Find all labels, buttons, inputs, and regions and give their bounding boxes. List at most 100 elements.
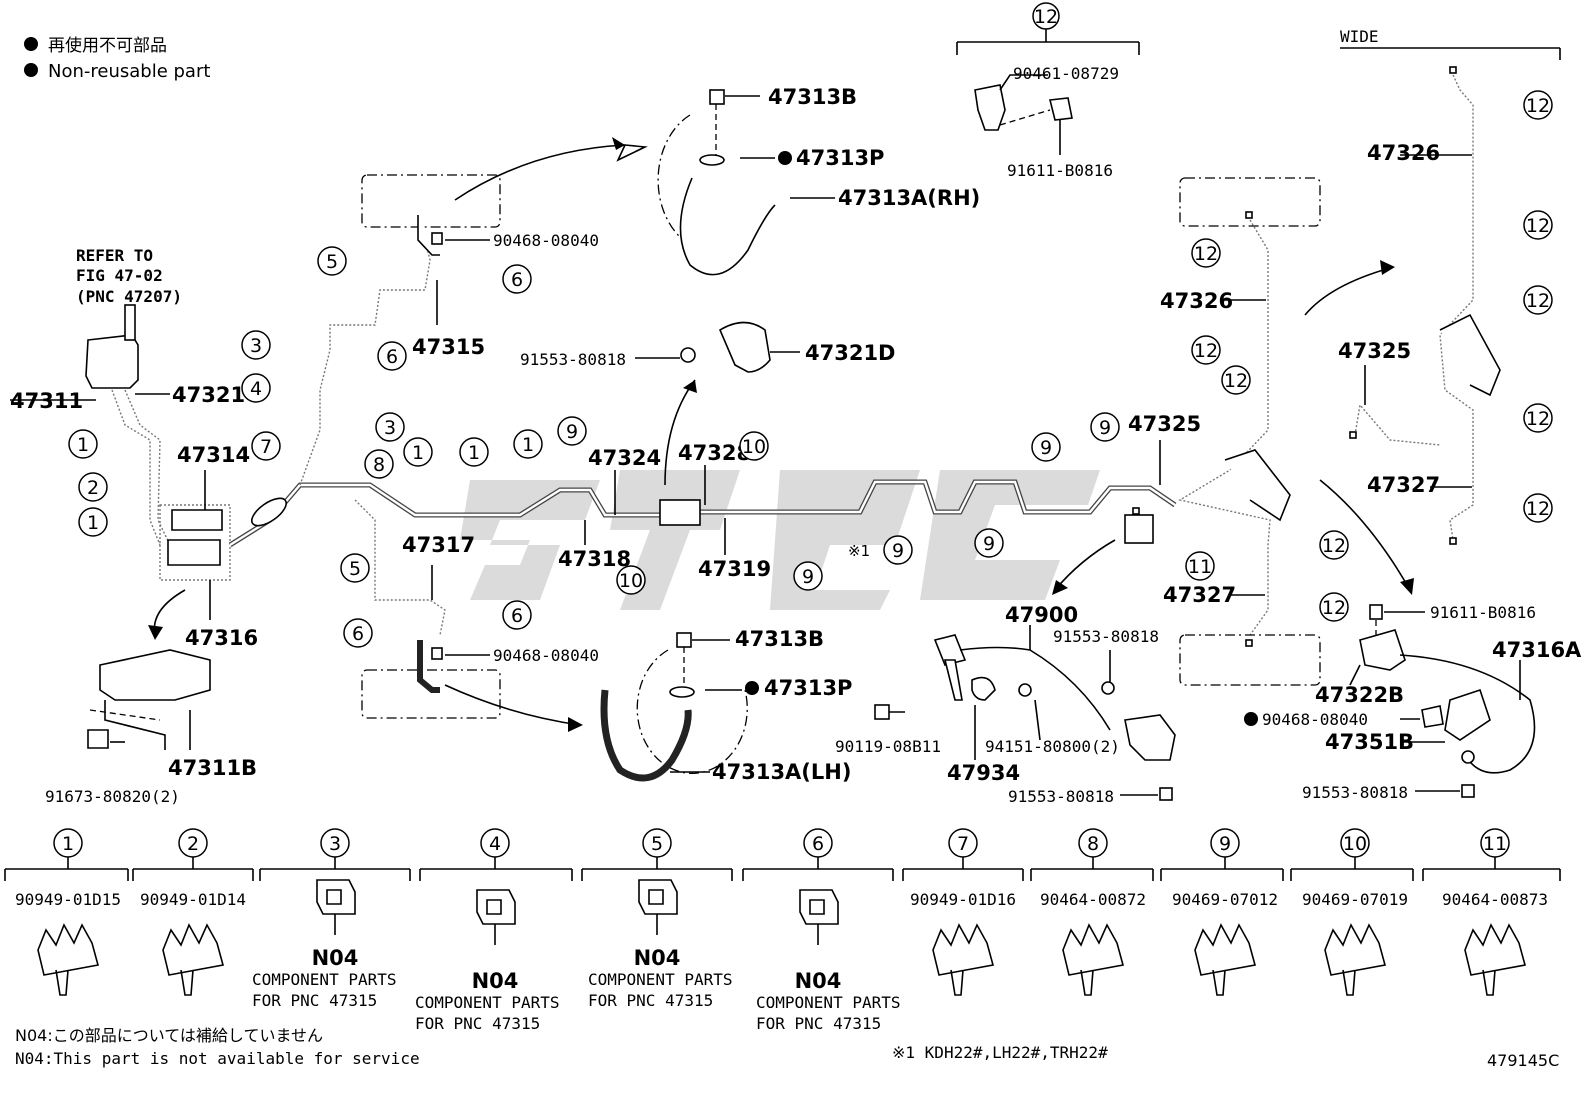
label-91553-mid: 91553-80818 — [520, 350, 626, 369]
svg-text:1: 1 — [522, 434, 534, 456]
label-47900: 47900 — [1005, 603, 1078, 627]
callout-1: 1 — [78, 507, 108, 537]
callout-1: 1 — [513, 429, 543, 459]
clip-note: COMPONENT PARTS — [252, 970, 397, 989]
label-47934: 47934 — [947, 761, 1020, 785]
non-reusable-bullet-icon — [24, 37, 38, 51]
label-47314: 47314 — [177, 443, 250, 467]
non-reusable-bullet-icon — [1244, 712, 1258, 726]
callout-11: 11 — [1185, 551, 1215, 581]
callout-9: 9 — [974, 528, 1004, 558]
label-47313P-bot: 47313P — [764, 676, 852, 700]
refer-block: REFER TO FIG 47-02 (PNC 47207) 47311 473… — [10, 246, 245, 413]
label-90468-r: 90468-08040 — [1262, 710, 1368, 729]
clip-part-number: N04 — [312, 946, 359, 970]
clip-icon — [162, 923, 225, 996]
callout-12: 12 — [1523, 90, 1553, 120]
callout-8: 8 — [364, 449, 394, 479]
callout-12: 12 — [1221, 365, 1251, 395]
pipe-labels: 47324 47328 47325 47317 47318 47319 ※1 — [402, 412, 1201, 581]
callout-12: 12 — [1523, 285, 1553, 315]
clip-part-number: N04 — [795, 969, 842, 993]
bracket-47321D: 91553-80818 47321D — [520, 321, 896, 486]
svg-text:12: 12 — [1526, 290, 1550, 312]
hose-47316A: 91611-B0816 47322B 47316A 90468-08040 47… — [1244, 603, 1582, 802]
clip-number: 11 — [1483, 833, 1507, 855]
clip-icon — [37, 923, 100, 996]
label-91553-b: 91553-80818 — [1008, 787, 1114, 806]
svg-text:6: 6 — [511, 605, 523, 627]
svg-text:12: 12 — [1526, 215, 1550, 237]
refer-line-3: (PNC 47207) — [76, 287, 182, 306]
callout-12: 12 — [1191, 335, 1221, 365]
callout-9: 9 — [793, 561, 823, 591]
svg-text:10: 10 — [619, 570, 643, 592]
clip-number: 4 — [489, 833, 501, 855]
label-47313A-lh: 47313A(LH) — [712, 760, 851, 784]
svg-text:12: 12 — [1322, 535, 1346, 557]
svg-text:12: 12 — [1322, 597, 1346, 619]
label-91553-r: 91553-80818 — [1302, 783, 1408, 802]
wide-label: WIDE — [1340, 27, 1379, 46]
clip-icon — [316, 879, 356, 935]
clip-number: 8 — [1087, 833, 1099, 855]
callout-12: 12 — [1319, 592, 1349, 622]
label-91611-top: 91611-B0816 — [1007, 161, 1113, 180]
callout-1: 1 — [68, 429, 98, 459]
callout-9: 9 — [1031, 432, 1061, 462]
label-47313P-top: 47313P — [796, 146, 884, 170]
sensor-47900: 47900 91553-80818 90119-08B11 94151-8080… — [835, 507, 1176, 806]
svg-text:9: 9 — [566, 421, 578, 443]
svg-text:6: 6 — [352, 623, 364, 645]
legend-jp: 再使用不可部品 — [48, 35, 167, 56]
callout-12: 12 — [1523, 493, 1553, 523]
svg-text:12: 12 — [1224, 370, 1248, 392]
hose-rh: 47313B 47313P 47313A(RH) — [657, 85, 980, 276]
clip-number: 9 — [1219, 833, 1231, 855]
label-90461: 90461-08729 — [1013, 64, 1119, 83]
svg-text:6: 6 — [511, 269, 523, 291]
svg-text:12: 12 — [1526, 408, 1550, 430]
callout-10: 10 — [616, 565, 646, 595]
callout-6: 6 — [502, 600, 532, 630]
callout-9: 9 — [883, 535, 913, 565]
callout-7: 7 — [251, 431, 281, 461]
label-47315: 47315 — [412, 335, 485, 359]
svg-text:12: 12 — [1526, 498, 1550, 520]
clip-number: 6 — [812, 833, 824, 855]
legend-en: Non-reusable part — [48, 61, 210, 82]
callout-4: 4 — [241, 373, 271, 403]
clip-icon — [1464, 923, 1527, 996]
label-47313B-top: 47313B — [768, 85, 857, 109]
non-reusable-bullet-icon — [24, 63, 38, 77]
label-47326-b: 47326 — [1367, 141, 1440, 165]
svg-text:1: 1 — [468, 442, 480, 464]
lower-pipe-47317: 90468-08040 — [354, 499, 599, 732]
figure-id: 479145C — [1487, 1051, 1559, 1070]
svg-text:11: 11 — [1188, 556, 1212, 578]
svg-text:9: 9 — [892, 540, 904, 562]
svg-text:8: 8 — [373, 454, 385, 476]
svg-text:12: 12 — [1034, 6, 1058, 28]
clip-note: COMPONENT PARTS — [588, 970, 733, 989]
clip-number: 10 — [1343, 833, 1367, 855]
callout-12: 12 — [1319, 530, 1349, 560]
svg-text:9: 9 — [983, 533, 995, 555]
clip-note: COMPONENT PARTS — [756, 993, 901, 1012]
clip-note: FOR PNC 47315 — [415, 1014, 540, 1033]
note-x1: ※1 — [848, 542, 870, 560]
main-brake-pipe — [228, 479, 1177, 548]
hose-lh: 47313B 47313P 47313A(LH) — [600, 627, 852, 784]
callout-3: 3 — [241, 330, 271, 360]
label-47318: 47318 — [558, 547, 631, 571]
